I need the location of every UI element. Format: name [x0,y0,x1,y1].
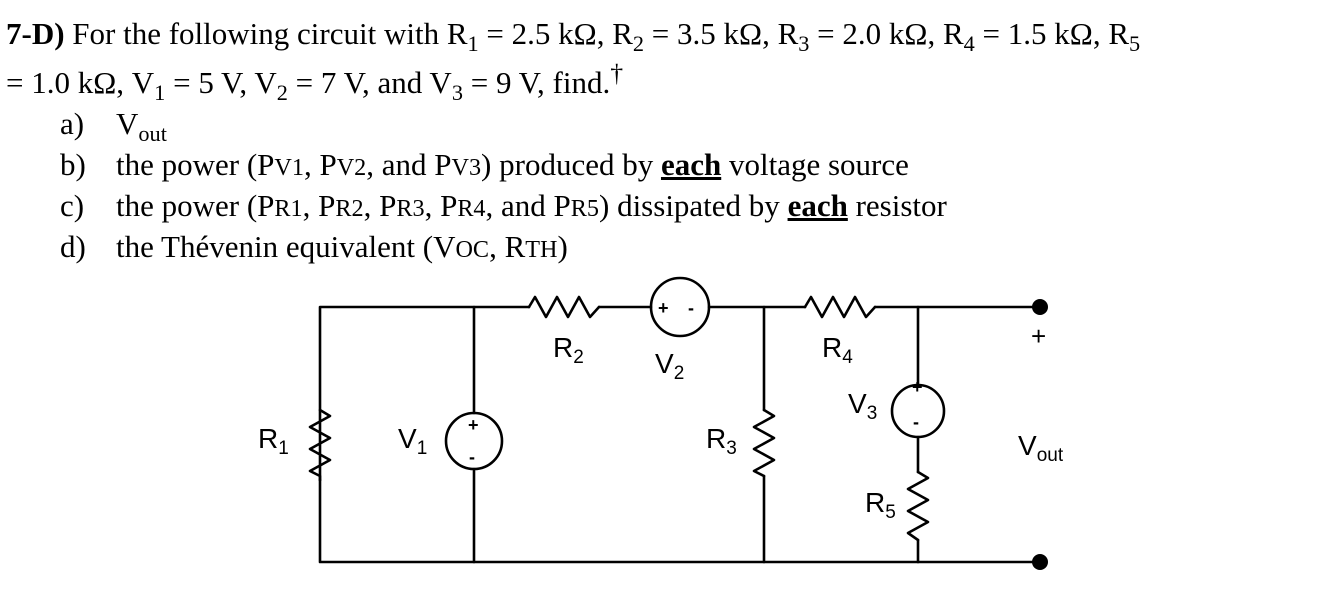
value-r4: 1.5 kΩ [1007,16,1093,51]
v2-plus: + [658,298,669,318]
find-text: find. [552,65,611,101]
value-r2: 3.5 kΩ [677,16,763,51]
value-r5: 1.0 kΩ [31,65,117,101]
source-v3 [890,383,946,439]
source-v2 [649,276,711,338]
emphasis-each: each [787,188,848,224]
label-v3: V3 [848,388,877,424]
resistor-r4 [803,295,877,319]
v1-minus: - [469,447,475,467]
v3-plus: + [912,377,923,397]
resistor-r1 [308,408,332,482]
value-v1: 5 V [198,65,240,101]
terminal-top [1032,299,1048,315]
part-marker: b) [60,147,86,183]
label-r2: R2 [553,332,584,368]
part-marker: d) [60,229,86,265]
v2-minus: - [688,298,694,318]
terminal-bottom [1032,554,1048,570]
v1-plus: + [468,415,479,435]
part-text: the power (P [116,147,275,183]
part-marker: a) [60,106,85,142]
resistor-r5 [906,470,930,542]
v3-minus: - [913,412,919,432]
resistor-r2 [527,295,601,319]
label-v1: V1 [398,423,427,459]
intro-text: For the following circuit with R1 = 2.5 … [64,16,1141,57]
label-r1: R1 [258,423,289,459]
problem-intro: 7-D) For the following circuit with R1 =… [6,14,1326,106]
source-v1 [444,411,504,471]
part-text: the Thévenin equivalent (V [116,229,456,265]
part-text: V [116,106,139,142]
vout-plus: + [1031,321,1046,351]
problem-statement: 7-D) For the following circuit with R1 =… [6,14,1326,267]
dagger-mark: † [610,59,624,88]
resistor-r3 [752,408,776,478]
value-v3: 9 V [495,65,538,101]
value-r1: 2.5 kΩ [511,16,597,51]
part-marker: c) [60,188,85,224]
label-r3: R3 [706,423,737,459]
part-c: c)the power (PR1, PR2, PR3, PR4, and PR5… [6,185,1326,226]
part-text: the power (P [116,188,275,224]
value-v2: 7 V [320,65,362,101]
problem-number: 7-D) [6,16,65,51]
part-a: a)Vout [6,103,1326,145]
value-r3: 2.0 kΩ [842,16,928,51]
label-v2: V2 [655,348,684,384]
emphasis-each: each [660,147,722,183]
label-vout: Vout [1018,430,1064,466]
label-r5: R5 [865,487,896,523]
parts-list: a)Vout b)the power (PV1, PV2, and PV3) p… [6,103,1326,267]
intro-text-2: = 1.0 kΩ, V1 = 5 V, V2 = 7 V, and V3 = 9… [6,59,624,106]
part-b: b)the power (PV1, PV2, and PV3) produced… [6,144,1326,185]
part-d: d)the Thévenin equivalent (VOC, RTH) [6,226,1326,267]
label-r4: R4 [822,332,853,368]
wire-bottom [318,478,1042,564]
